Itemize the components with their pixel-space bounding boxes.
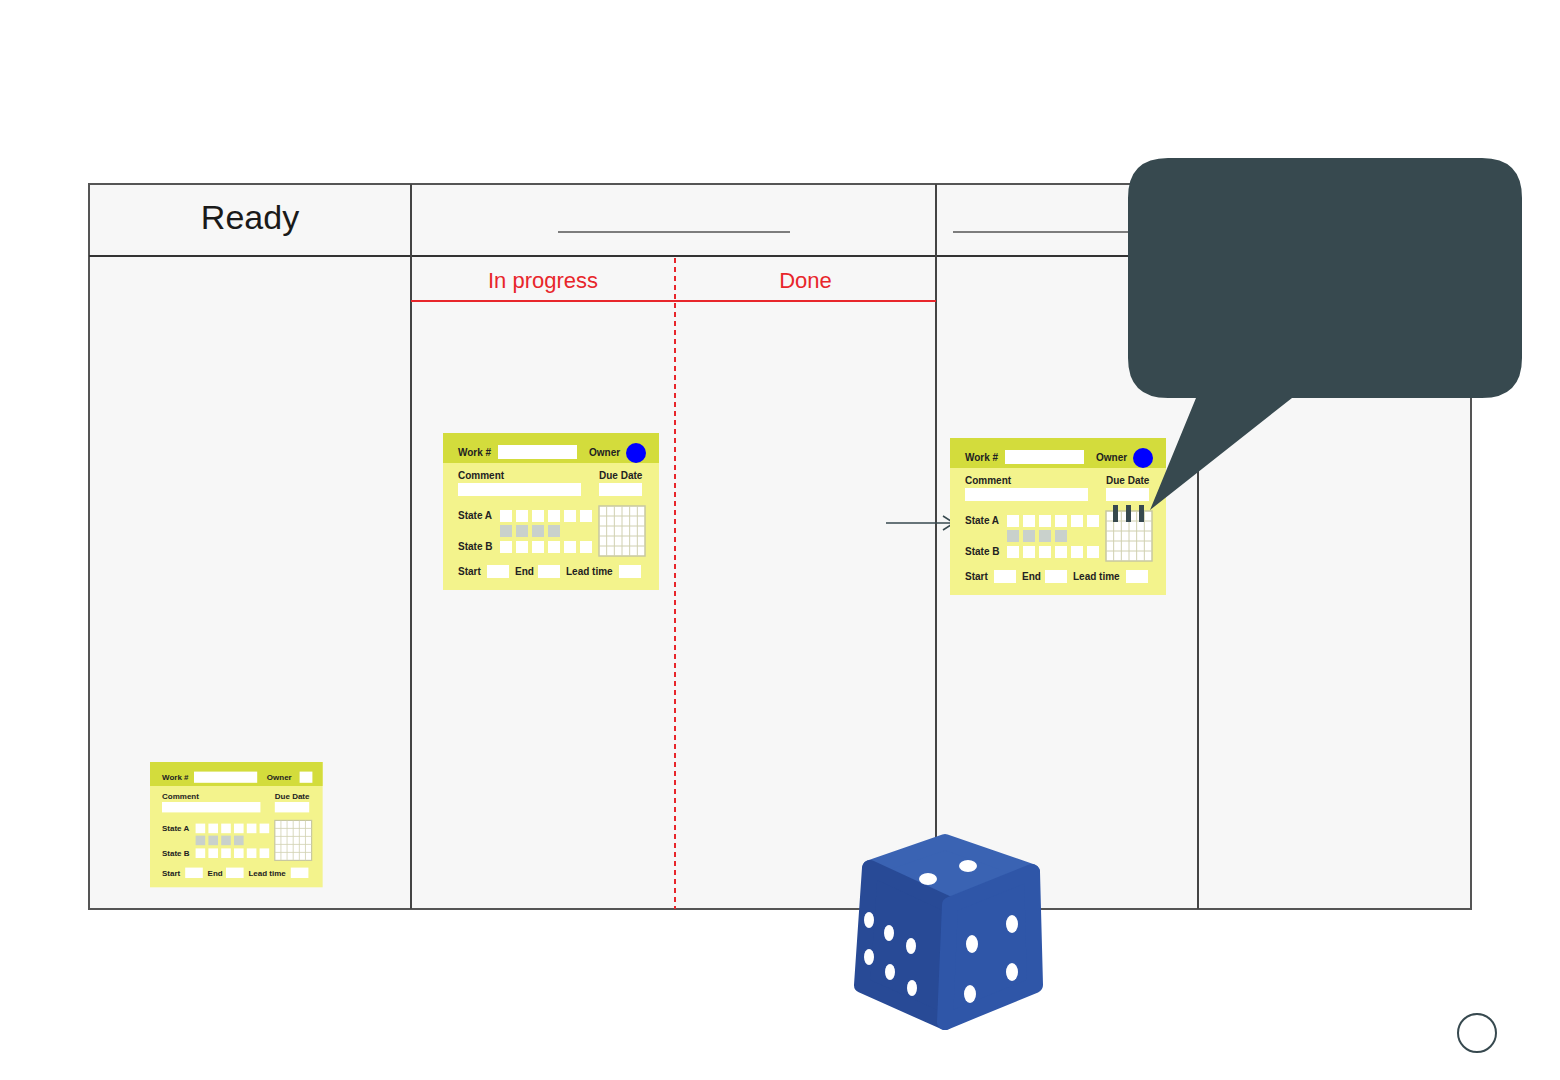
card-field-label: Comment bbox=[458, 470, 504, 482]
day-marker bbox=[1126, 505, 1131, 522]
speech-bubble bbox=[1128, 158, 1522, 510]
header-divider bbox=[89, 255, 1471, 257]
card-field-label: Work # bbox=[458, 447, 491, 459]
column-heading: Ready bbox=[201, 197, 299, 237]
card-field-label: Comment bbox=[162, 792, 199, 802]
card-field-label: State B bbox=[162, 848, 190, 858]
card-field-label: State B bbox=[458, 541, 492, 553]
card-field-label: Start bbox=[162, 868, 180, 878]
card-field-label: Start bbox=[965, 571, 988, 583]
pointer-arrow bbox=[886, 516, 954, 530]
card-body bbox=[950, 438, 1166, 595]
card-field-label: End bbox=[1022, 571, 1041, 583]
board-column: Work # OwnerComment Due DateState A State B… bbox=[411, 256, 675, 909]
dice bbox=[862, 842, 1035, 1022]
subheader-line bbox=[411, 300, 936, 302]
card-field-label: Due Date bbox=[275, 792, 310, 802]
card-header bbox=[950, 438, 1166, 468]
card-header bbox=[443, 433, 659, 463]
card-fields bbox=[458, 445, 642, 578]
arrow-line bbox=[886, 522, 953, 524]
card-field-label: State A bbox=[458, 510, 492, 522]
card-body bbox=[443, 433, 659, 590]
card-header bbox=[150, 762, 323, 786]
page-marker bbox=[1458, 1014, 1496, 1052]
card-field-label: Lead time bbox=[248, 868, 285, 878]
card-field-label: Owner bbox=[1096, 452, 1127, 464]
work-card: Work # OwnerComment Due DateState A State B… bbox=[150, 762, 323, 888]
calendar-grid bbox=[599, 506, 645, 556]
owner-token bbox=[1133, 448, 1153, 468]
column-heading: Done bbox=[779, 268, 832, 294]
work-card: Work # OwnerComment Due DateState A State B… bbox=[950, 438, 1166, 595]
dice-face bbox=[945, 872, 1035, 1022]
day-marker bbox=[1113, 505, 1118, 522]
owner-field bbox=[300, 772, 313, 783]
card-field-label: State A bbox=[965, 515, 999, 527]
card-fields bbox=[965, 450, 1149, 583]
owner-token bbox=[626, 443, 646, 463]
card-field-label: Owner bbox=[589, 447, 620, 459]
card-field-label: Lead time bbox=[566, 566, 613, 578]
day-marker bbox=[1139, 505, 1144, 522]
column-divider bbox=[935, 184, 937, 909]
card-field-label: State B bbox=[965, 546, 999, 558]
card-body bbox=[150, 762, 323, 888]
card-fields bbox=[162, 772, 309, 878]
column-divider bbox=[410, 184, 412, 909]
card-field-label: Due Date bbox=[1106, 475, 1149, 487]
card-field-label: Work # bbox=[162, 773, 189, 783]
card-field-label: Start bbox=[458, 566, 481, 578]
card-field-label: Due Date bbox=[599, 470, 642, 482]
board-frame bbox=[89, 184, 1471, 909]
card-field-label: Work # bbox=[965, 452, 998, 464]
work-card: Work # OwnerComment Due DateState A State B… bbox=[443, 433, 659, 590]
board-column: Work # OwnerComment Due DateState A State B… bbox=[89, 184, 411, 909]
subcolumn-divider bbox=[674, 258, 676, 909]
card-field-label: State A bbox=[162, 824, 189, 834]
card-field-label: Comment bbox=[965, 475, 1011, 487]
card-field-label: Owner bbox=[267, 773, 292, 783]
board-column: Done bbox=[675, 256, 936, 909]
column-divider bbox=[1197, 256, 1199, 909]
card-field-label: End bbox=[515, 566, 534, 578]
calendar-grid bbox=[275, 820, 312, 860]
blank-title-line bbox=[558, 231, 790, 233]
card-field-label: End bbox=[208, 868, 223, 878]
column-heading: In progress bbox=[488, 268, 598, 294]
dice-pips bbox=[864, 860, 1018, 1003]
dice-face bbox=[862, 868, 950, 1022]
card-field-label: Lead time bbox=[1073, 571, 1120, 583]
blank-title-line bbox=[953, 231, 1140, 233]
